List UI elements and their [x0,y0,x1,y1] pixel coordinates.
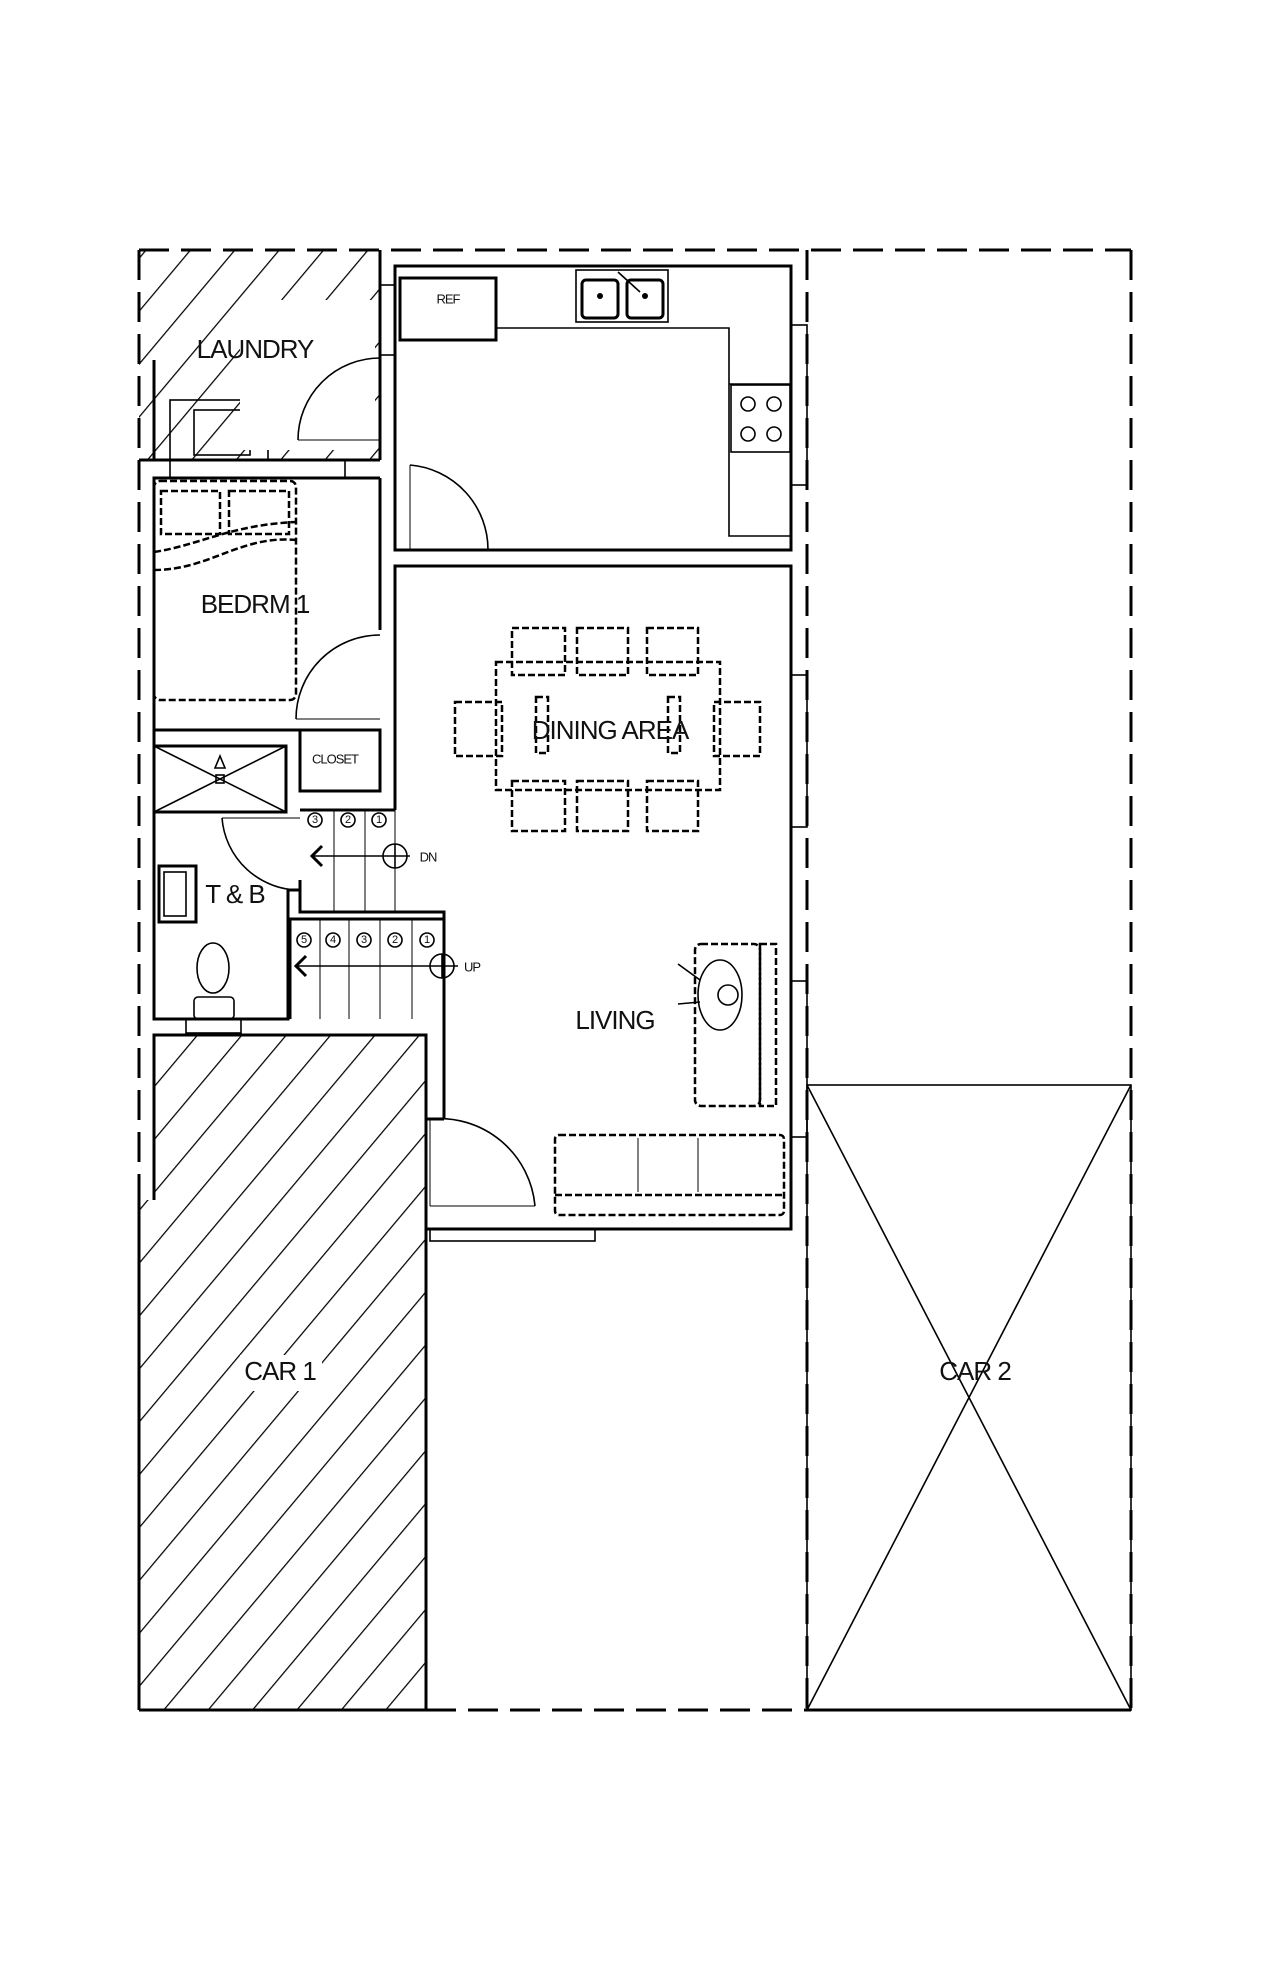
room-label-bedroom: BEDRM 1 [201,589,310,619]
stairs-down: 3 2 1 DN [300,808,438,912]
arrow-left-icon [293,954,308,978]
dining-table-icon [453,626,762,833]
stairs-dn-label: DN [420,849,437,864]
kitchen-door-icon [409,464,489,551]
kitchen: REF [379,264,808,552]
bed-icon [152,479,298,702]
bathroom-door-icon [221,817,301,891]
step-number: 1 [424,934,430,946]
toilet-and-bath: T & B [152,730,302,1034]
step-number: 4 [330,934,336,946]
step-number: 3 [312,814,318,826]
room-label-living: LIVING [575,1005,654,1035]
stairs-up: 5 4 3 2 1 UP [288,880,481,1119]
bedroom-door-icon [295,634,381,720]
parking-label-car2: CAR 2 [939,1356,1011,1386]
shower-icon [152,744,288,814]
stairs-up-label: UP [464,959,480,974]
room-label-laundry: LAUNDRY [197,334,314,364]
laundry-door-icon [297,357,381,441]
car2-parking: CAR 2 [806,1084,1132,1711]
dining-living: DINING AREA LIVING [393,564,808,1242]
lavatory-icon [157,864,198,924]
step-number: 2 [345,814,351,826]
step-number: 1 [376,814,382,826]
armchair-icon [677,942,778,1108]
car1-parking: CAR 1 [139,1033,428,1710]
ref-label: REF [437,291,461,306]
bedroom: BEDRM 1 [152,476,382,732]
toilet-icon [196,942,230,994]
arrow-left-icon [309,844,324,868]
parking-label-car1: CAR 1 [244,1356,316,1386]
kitchen-sink-icon [575,269,669,323]
step-number: 5 [301,934,307,946]
room-label-toilet-bath: T & B [205,879,265,909]
laundry-area: LAUNDRY [139,250,382,479]
step-number: 2 [392,934,398,946]
sofa-icon [553,1133,786,1217]
refrigerator-icon [398,276,498,342]
step-number: 3 [361,934,367,946]
room-label-closet: CLOSET [312,751,359,766]
closet: CLOSET [298,728,397,810]
stove-icon [730,384,791,453]
entrance-door-icon [429,1117,536,1207]
room-label-dining: DINING AREA [532,715,690,745]
